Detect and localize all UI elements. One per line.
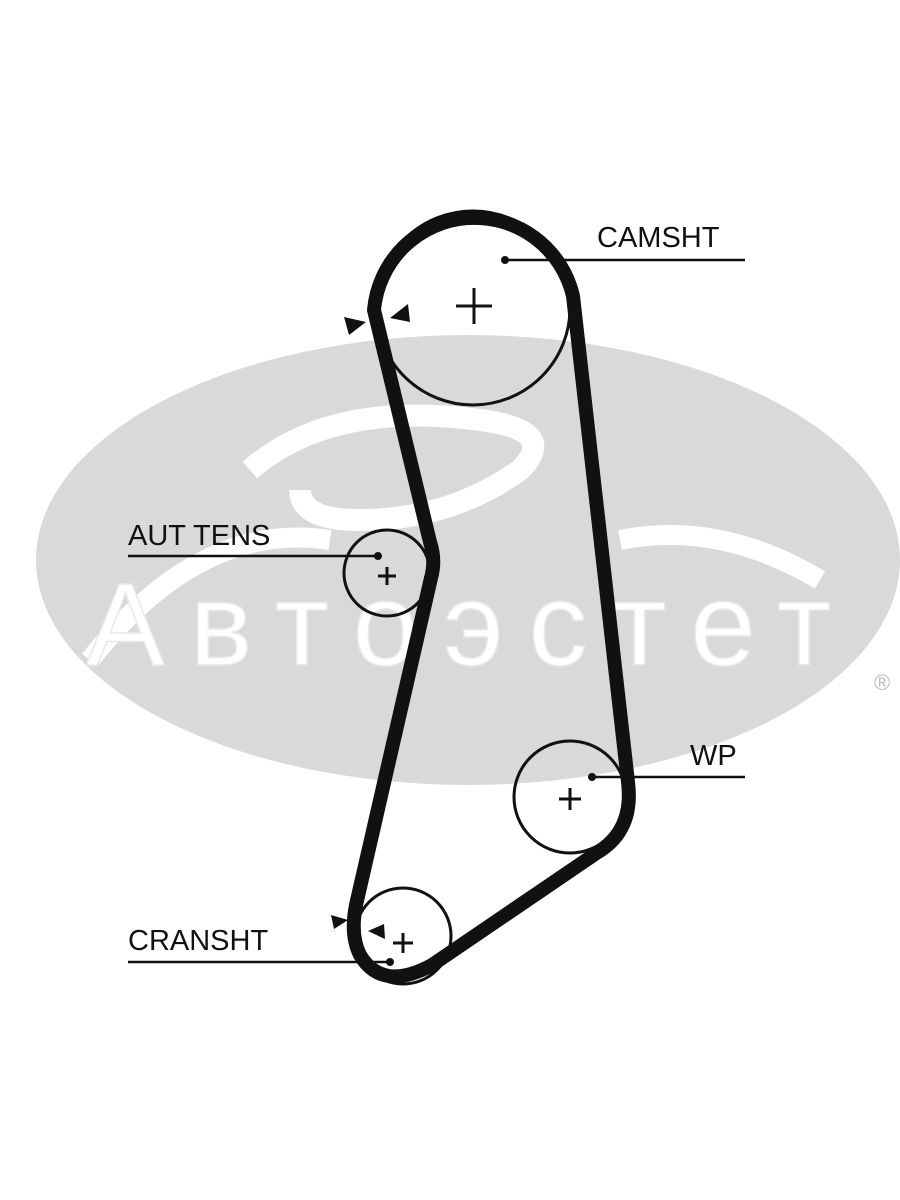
tensioner-label: AUT TENS [128,520,270,552]
watermark-text: Автоэстет [86,559,831,691]
camshaft-timing-arrow-icon [344,317,366,335]
water-pump-label: WP [690,740,737,772]
crankshaft-timing-arrow-icon [368,924,385,939]
crankshaft-center-cross-icon [393,933,413,953]
registered-mark: ® [874,670,890,695]
crankshaft-label: CRANSHT [128,925,268,957]
water-pump-center-cross-icon [559,788,581,810]
center-marks [378,288,581,953]
camshaft-label: CAMSHT [597,222,720,254]
timing-belt [346,210,636,984]
leader-lines [128,258,745,964]
gates-logo-watermark: ® [36,335,900,785]
camshaft-timing-arrow-icon [390,304,410,322]
crankshaft-timing-arrow-icon [331,915,348,929]
tensioner-center-cross-icon [378,567,396,585]
logo-script-stroke [82,525,826,667]
logo-ellipse [36,335,900,785]
camshaft-center-cross-icon [456,288,492,324]
logo-script-stroke [242,404,545,532]
timing-marks [331,304,410,939]
